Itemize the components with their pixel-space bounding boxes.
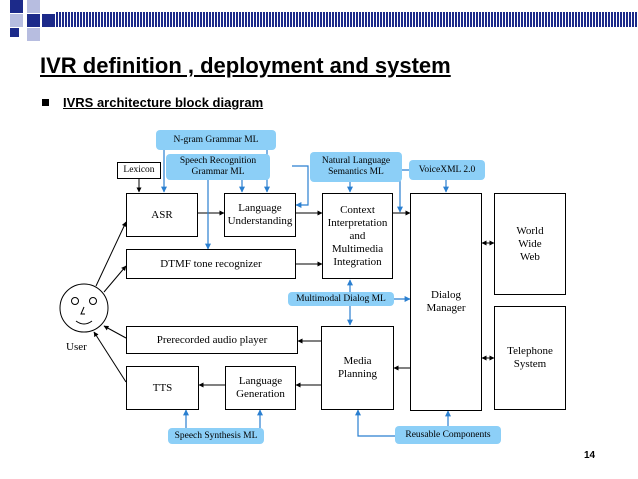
context-interpretation-box: Context Interpretation and Multimedia In… bbox=[322, 193, 393, 279]
user-face-icon bbox=[59, 283, 109, 333]
world-wide-web-box: World Wide Web bbox=[494, 193, 566, 295]
speech-recognition-grammar-label: Speech Recognition Grammar ML bbox=[166, 154, 270, 180]
bullet-icon bbox=[42, 99, 49, 106]
deco-square bbox=[10, 14, 23, 27]
deco-square bbox=[27, 28, 40, 41]
multimodal-dialog-label: Multimodal Dialog ML bbox=[288, 292, 394, 306]
page-title: IVR definition , deployment and system bbox=[40, 53, 451, 78]
dtmf-box: DTMF tone recognizer bbox=[126, 249, 296, 279]
reusable-components-label: Reusable Components bbox=[395, 426, 501, 444]
page-number: 14 bbox=[584, 450, 596, 461]
nl-semantics-label: Natural Language Semantics ML bbox=[310, 152, 402, 182]
language-understanding-box: Language Understanding bbox=[224, 193, 296, 237]
dialog-manager-box: Dialog Manager bbox=[410, 193, 482, 411]
prerecorded-audio-box: Prerecorded audio player bbox=[126, 326, 298, 354]
speech-synthesis-label: Speech Synthesis ML bbox=[168, 428, 264, 444]
ngram-grammar-label: N-gram Grammar ML bbox=[156, 130, 276, 150]
user-eye-icon bbox=[71, 297, 79, 305]
telephone-system-box: Telephone System bbox=[494, 306, 566, 410]
bullet-text: IVRS architecture block diagram bbox=[63, 95, 264, 110]
bullet-item: IVRS architecture block diagram bbox=[42, 95, 263, 110]
media-planning-box: Media Planning bbox=[321, 326, 394, 410]
lexicon-box: Lexicon bbox=[117, 162, 161, 179]
deco-square bbox=[27, 14, 40, 27]
deco-square bbox=[42, 14, 55, 27]
deco-square bbox=[27, 0, 40, 13]
voicexml-label: VoiceXML 2.0 bbox=[409, 160, 485, 180]
deco-square bbox=[10, 28, 19, 37]
user-label: User bbox=[66, 341, 87, 353]
deco-square bbox=[10, 0, 23, 13]
language-generation-box: Language Generation bbox=[225, 366, 296, 410]
tts-box: TTS bbox=[126, 366, 199, 410]
user-eye-icon bbox=[89, 297, 97, 305]
header-stripes bbox=[56, 12, 638, 27]
asr-box: ASR bbox=[126, 193, 198, 237]
